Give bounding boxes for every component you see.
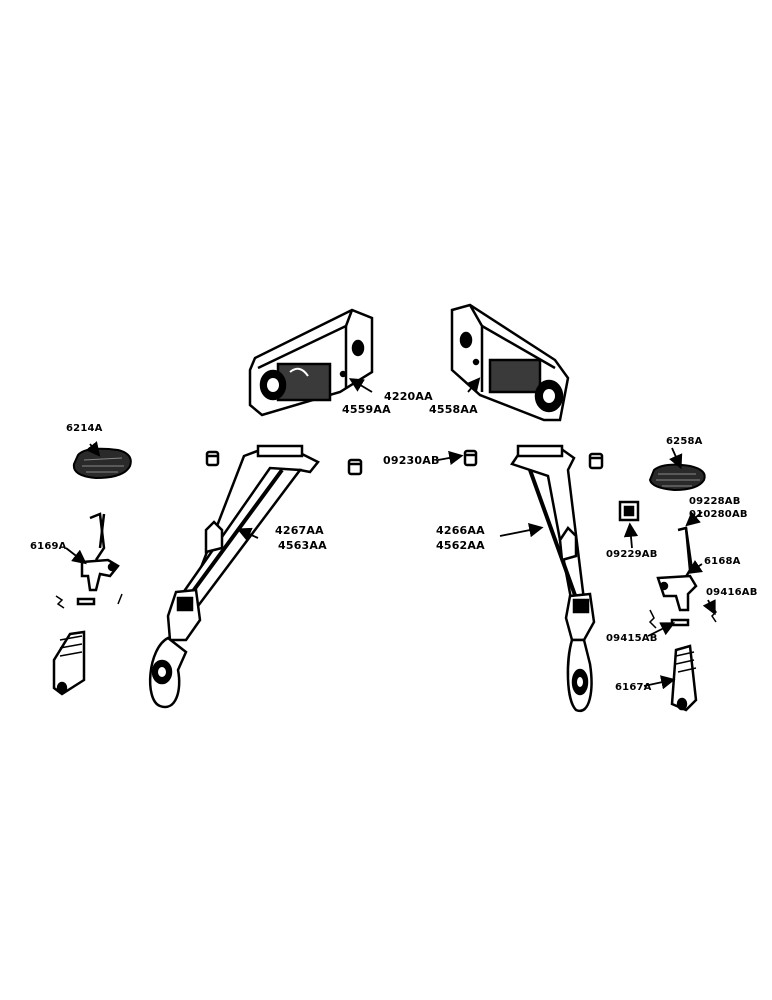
label-right-pad: 6258A	[666, 436, 703, 447]
label-right-clevis: 6168A	[704, 556, 741, 567]
label-pin-b: 010280AB	[689, 509, 748, 520]
leader-lines	[65, 377, 716, 690]
label-right-arm-a: 4266AA	[436, 524, 485, 537]
right-lift-arm	[510, 444, 596, 713]
right-hub-casting	[450, 303, 570, 422]
label-right-arm-b: 4562AA	[436, 539, 485, 552]
left-lift-arm	[148, 444, 320, 709]
label-right-jaw: 6167A	[615, 682, 652, 693]
label-left-arm-a: 4267AA	[275, 524, 324, 537]
label-cotter: 09416AB	[706, 587, 758, 598]
left-hub-casting	[248, 308, 374, 417]
label-left-pad: 6214A	[66, 423, 103, 434]
left-pad	[72, 447, 132, 480]
label-left-clevis: 6169A	[30, 541, 67, 552]
right-clevis-assembly	[618, 500, 717, 712]
label-hub-left: 4559AA	[342, 403, 391, 416]
label-hub-pair: 4220AA	[384, 390, 433, 403]
label-hub-right: 4558AA	[429, 403, 478, 416]
label-bushing: 09230AB	[383, 454, 440, 467]
right-pad	[648, 463, 706, 492]
label-pin-a: 09228AB	[689, 496, 741, 507]
bushings	[205, 449, 604, 476]
label-washer: 09229AB	[606, 549, 658, 560]
label-left-arm-b: 4563AA	[278, 539, 327, 552]
left-clevis-assembly	[52, 512, 123, 696]
label-key: 09415AB	[606, 633, 658, 644]
